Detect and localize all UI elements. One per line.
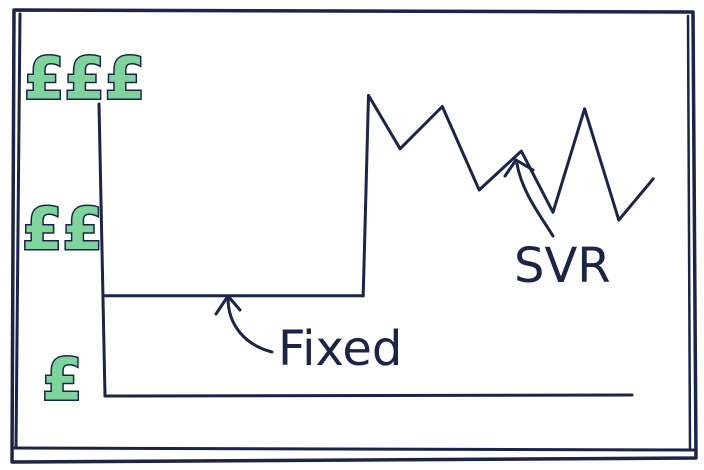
whiteboard-frame [10,8,698,464]
frame-outline [10,8,698,464]
series-line-svr [361,93,655,298]
y-tick-label-1: £ [42,345,82,413]
svr-label: SVR [514,238,611,294]
frame-right-inner [686,14,692,450]
svr-arrow [515,162,555,238]
svr-arrow-head [503,158,535,178]
series-layer [103,93,655,298]
y-tick-labels: ££££££ [21,43,147,415]
annotations [214,158,555,354]
y-axis-line [97,102,107,398]
y-tick-label-2: ££ [22,195,103,263]
y-tick-label-3: £££ [24,45,145,113]
axes [97,102,634,398]
fixed-arrow-head [214,294,242,316]
frame-bottom-inner [12,446,698,452]
x-axis-line [103,393,634,398]
frame-left-inner [14,12,22,450]
fixed-label: Fixed [278,321,402,377]
fixed-arrow [226,296,274,354]
